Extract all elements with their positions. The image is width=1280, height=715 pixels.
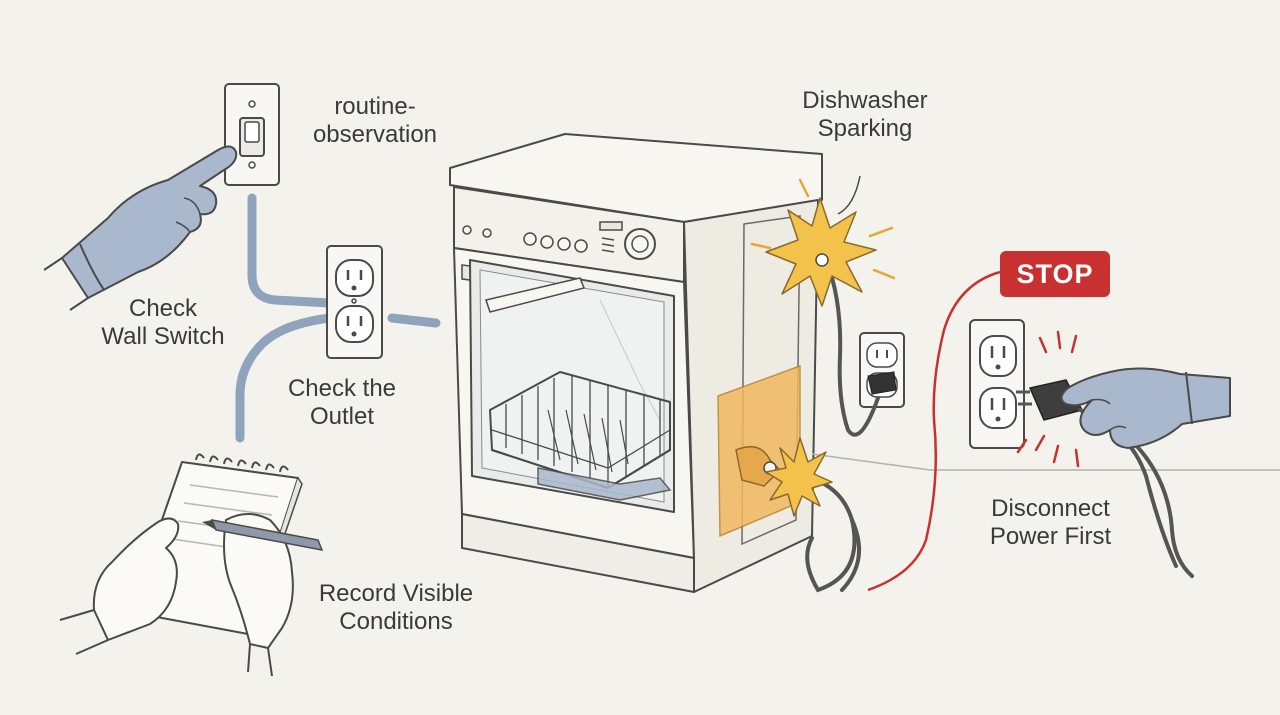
wall-switch-icon [224,83,280,186]
stop-indicator-line [867,270,1001,592]
outlet-icon [969,319,1025,449]
alert-tick-marks [1016,330,1080,468]
power-cord-icon [790,258,880,593]
spark-icon [750,175,896,307]
stop-badge: STOP [1000,251,1110,297]
dishwasher-sparking-label: Dishwasher Sparking [802,87,928,142]
record-conditions-label: Record Visible Conditions [318,580,474,635]
pen-icon [202,519,324,551]
check-wall-switch-label: Check Wall Switch [101,295,225,350]
check-outlet-label: Check the Outlet [287,375,397,430]
flow-connectors [235,193,441,443]
dishwasher-icon [449,133,823,593]
gloved-hand-icon [59,513,294,677]
disconnect-power-label: Disconnect Power First [989,495,1112,550]
gloved-hand-icon [1060,367,1231,449]
spark-icon [765,437,833,517]
gloved-hand-icon [43,145,238,311]
outlet-icon [859,332,905,408]
routine-observation-label: routine- observation [312,93,438,148]
outlet-icon [326,245,383,359]
counter-edge-line [811,453,1280,471]
